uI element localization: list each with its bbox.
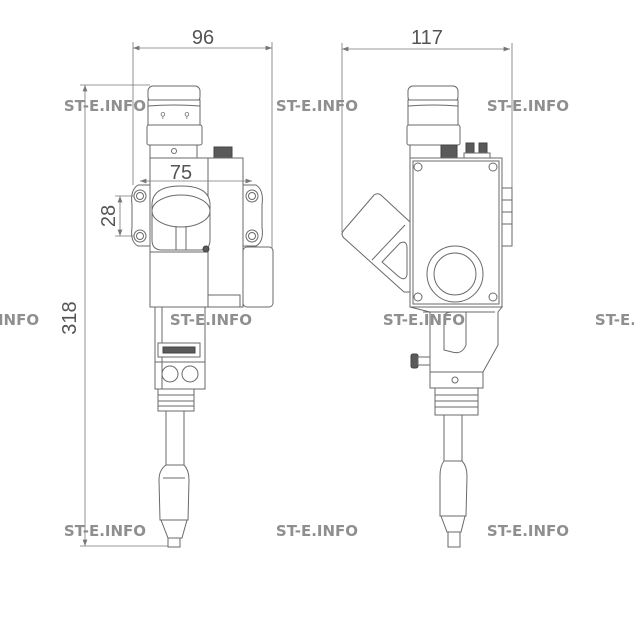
- dimension-label-75: 75: [170, 162, 192, 184]
- watermark-text: ST-E.INFO: [276, 522, 358, 540]
- dimension-318: 318: [59, 84, 168, 547]
- dimension-label-28: 28: [98, 205, 120, 227]
- watermark-text: ST-E.INFO: [276, 97, 358, 115]
- watermark-text: ST-E.INFO: [0, 311, 39, 329]
- watermark-text: ST-E.INFO: [170, 311, 252, 329]
- dimension-label-318: 318: [59, 301, 81, 334]
- mounting-ears: [131, 184, 263, 247]
- dimension-117: 117: [341, 27, 513, 232]
- watermark-text: ST-E.INFO: [64, 97, 146, 115]
- dimension-label-96: 96: [192, 27, 214, 49]
- dimension-96: 96: [132, 27, 273, 300]
- watermark-text: ST-E.INFO: [487, 522, 569, 540]
- watermark-text: ST-E.INFO: [487, 97, 569, 115]
- svg-text:⚲: ⚲: [160, 111, 166, 120]
- dimension-label-117: 117: [411, 27, 443, 49]
- watermark-text: ST-E.INFO: [595, 311, 634, 329]
- watermark-text: ST-E.INFO: [64, 522, 146, 540]
- front-view: 96 318 ⚲ ⚲: [59, 27, 274, 548]
- watermark-text: ST-E.INFO: [383, 311, 465, 329]
- side-view: 117: [341, 27, 513, 548]
- dimension-28: 28: [98, 195, 134, 237]
- svg-text:⚲: ⚲: [184, 111, 190, 120]
- dimension-75: 75: [140, 162, 252, 184]
- watermarks: ST-E.INFO ST-E.INFO ST-E.INFO ST-E.INFO …: [0, 97, 634, 540]
